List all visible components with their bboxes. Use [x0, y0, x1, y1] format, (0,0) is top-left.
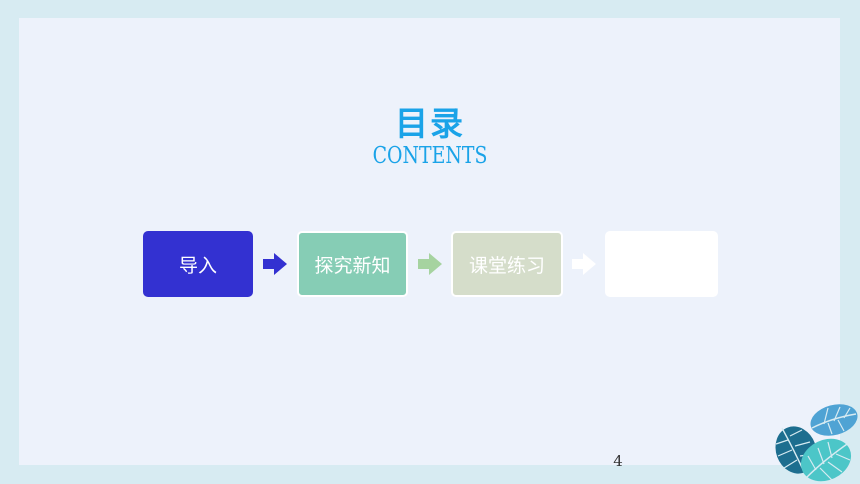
arrow-right-icon: [418, 253, 442, 275]
step-blank[interactable]: [605, 231, 718, 297]
step-intro[interactable]: 导入: [143, 231, 253, 297]
arrow-right-icon: [263, 253, 287, 275]
monstera-leaf-icon: [775, 404, 858, 482]
page-number: 4: [613, 452, 623, 470]
step-practice[interactable]: 课堂练习: [451, 231, 563, 297]
step-explore[interactable]: 探究新知: [297, 231, 408, 297]
arrow-right-icon: [572, 253, 596, 275]
slide-title: 目录: [395, 104, 465, 143]
slide-subtitle: CONTENTS: [372, 143, 488, 169]
